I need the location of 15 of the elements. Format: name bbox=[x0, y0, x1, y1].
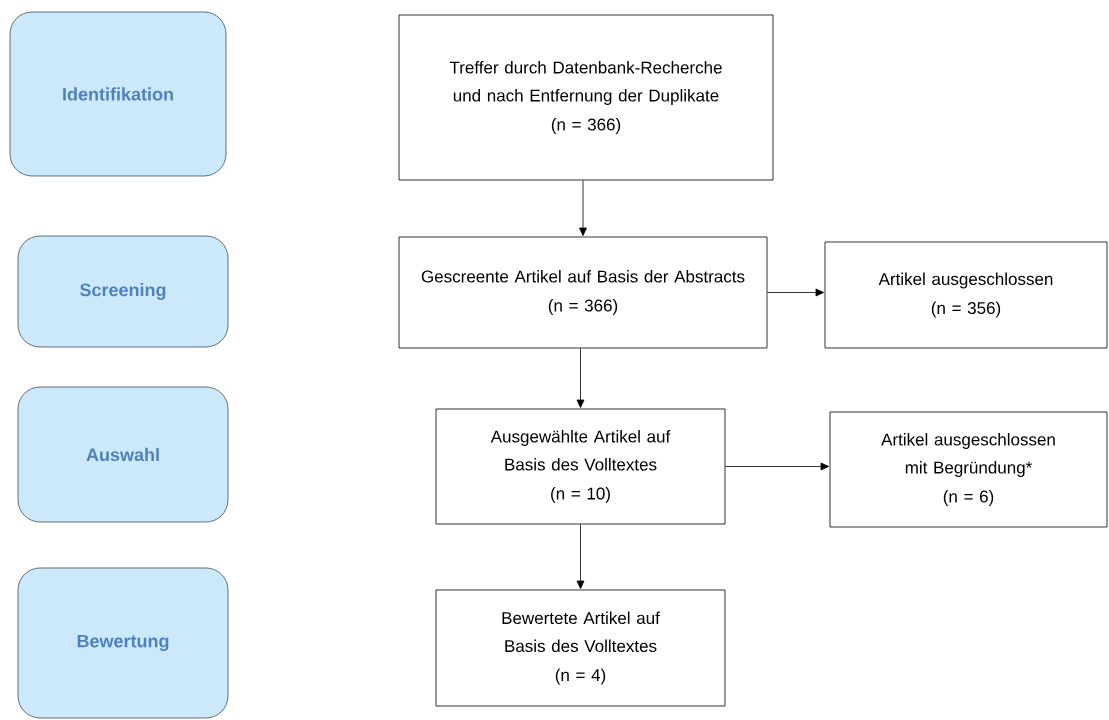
phase-box: Auswahl bbox=[17, 386, 229, 523]
arrow bbox=[576, 524, 585, 589]
process-box: Artikel ausgeschlossen mit Begründung* (n = 6) bbox=[829, 411, 1108, 528]
arrow bbox=[579, 180, 587, 236]
phase-box: Bewertung bbox=[17, 567, 229, 719]
phase-box: Screening bbox=[17, 235, 229, 348]
process-box: Ausgewählte Artikel auf Basis des Volltextes (n = 10) bbox=[435, 408, 726, 525]
process-box: Gescreente Artikel auf Basis der Abstracts (n = 366) bbox=[398, 236, 768, 349]
arrow bbox=[576, 348, 585, 408]
process-box: Bewertete Artikel auf Basis des Volltextes (n = 4) bbox=[435, 589, 726, 707]
arrow bbox=[725, 462, 829, 471]
arrow bbox=[767, 288, 824, 297]
process-box: Treffer durch Datenbank-Recherche und nach Entfernung der Duplikate (n = 366) bbox=[398, 14, 774, 181]
process-box: Artikel ausgeschlossen (n = 356) bbox=[824, 241, 1108, 349]
phase-box: Identifikation bbox=[9, 11, 227, 177]
